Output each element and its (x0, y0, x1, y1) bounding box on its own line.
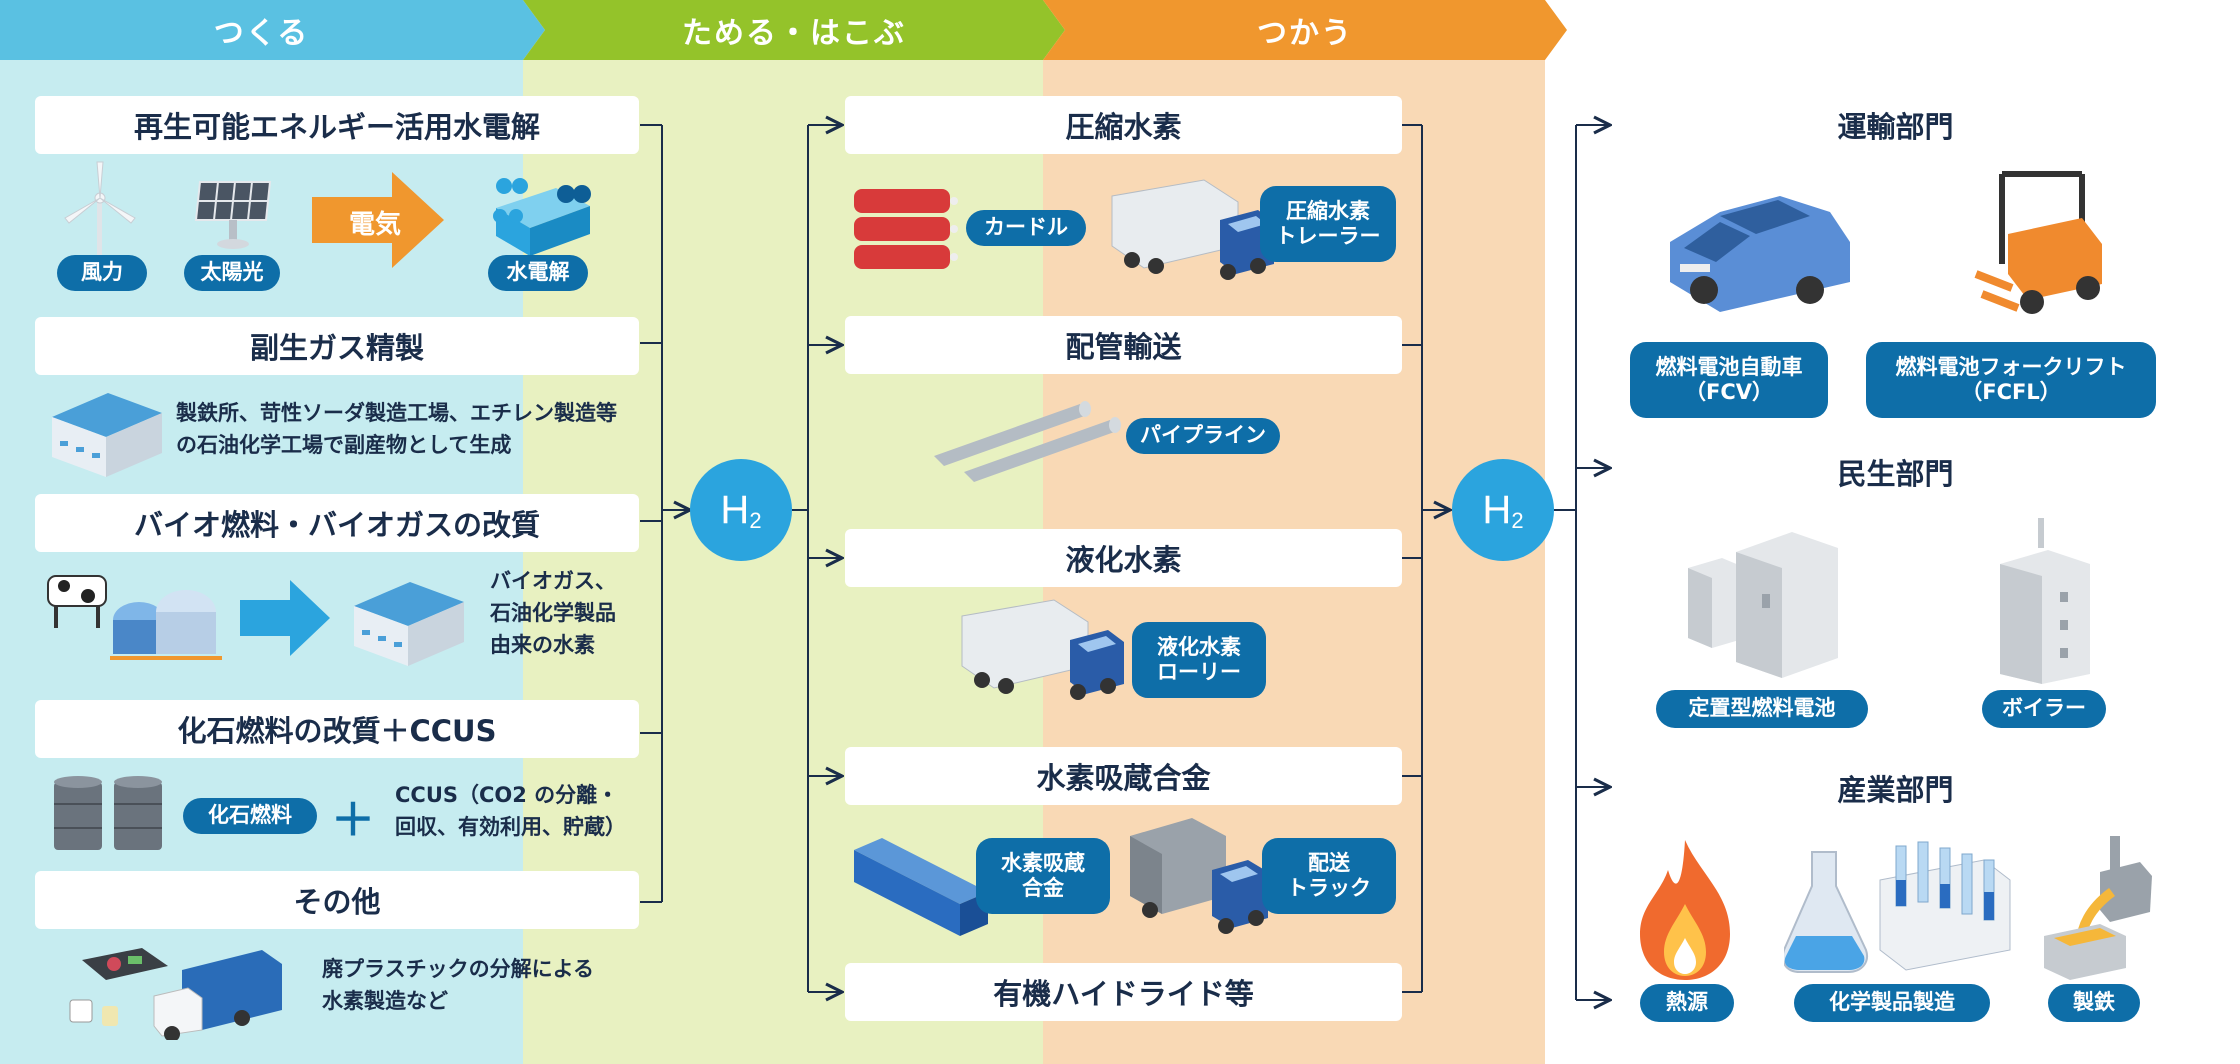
electricity-arrow-label: 電気 (348, 210, 401, 240)
bio-title: バイオ燃料・バイオガスの改質 (35, 494, 639, 552)
factory-icon (52, 393, 162, 477)
industry-title: 産業部門 (1617, 759, 2174, 817)
trailer-label: 圧縮水素 トレーラー (1260, 186, 1396, 262)
truck-label: 配送 トラック (1262, 838, 1396, 914)
fcfl-label: 燃料電池フォークリフト （FCFL） (1866, 342, 2156, 418)
steel-ladle-icon (2044, 836, 2152, 980)
plus-sign: ＋ (331, 795, 375, 846)
tanker-lorry-icon (961, 599, 1124, 700)
residential-title: 民生部門 (1617, 443, 2174, 501)
byproduct-desc-line1: 製鉄所、苛性ソーダ製造工場、エチレン製造等 (176, 401, 617, 425)
bio-desc-line1: バイオガス、 (490, 569, 616, 593)
factory-icon (354, 582, 464, 666)
solar-label: 太陽光 (184, 255, 280, 291)
delivery-truck-icon (1130, 818, 1268, 934)
h2-subscript: 2 (1511, 508, 1524, 533)
cow-and-tank-icon (47, 575, 222, 660)
fossil-fuel-label: 化石燃料 (183, 798, 317, 834)
heat-source-label: 熱源 (1640, 984, 1734, 1022)
banner-store: ためる・はこぶ (682, 16, 906, 51)
organic-hydride-title: 有機ハイドライド等 (845, 963, 1402, 1021)
blue-arrow-icon (240, 580, 330, 656)
trailer-label-line1: 圧縮水素 (1286, 198, 1370, 223)
truck-label-line2: トラック (1287, 876, 1371, 900)
banner-make: つくる (213, 16, 310, 51)
electrolysis-label: 水電解 (488, 255, 588, 291)
lorry-label-line2: ローリー (1157, 660, 1241, 684)
ccus-desc-line2: 回収、有効利用、貯蔵） (395, 815, 626, 839)
other-title: その他 (35, 871, 639, 929)
tube-trailer-icon (1111, 179, 1274, 280)
lorry-label: 液化水素 ローリー (1132, 622, 1266, 698)
lorry-label-line1: 液化水素 (1157, 634, 1241, 659)
curdle-label: カードル (966, 210, 1086, 246)
fuel-cell-unit-icon (1688, 532, 1838, 678)
oil-drum-icon (54, 776, 162, 850)
h2-symbol: H (1482, 487, 1512, 532)
bio-desc-line3: 由来の水素 (490, 633, 595, 657)
fcv-label: 燃料電池自動車 （FCV） (1630, 342, 1828, 418)
gas-cylinders-icon (854, 189, 958, 269)
pipeline-label: パイプライン (1126, 418, 1280, 454)
truck-label-line1: 配送 (1308, 850, 1350, 875)
stationary-fuel-cell-label: 定置型燃料電池 (1656, 690, 1868, 728)
alloy-container-icon (854, 838, 988, 936)
h2-symbol: H (720, 487, 750, 532)
wind-label: 風力 (57, 255, 147, 291)
compressed-title: 圧縮水素 (845, 96, 1402, 154)
boiler-icon (2000, 518, 2090, 684)
alloy-label-line2: 合金 (1022, 876, 1064, 900)
other-desc-line1: 廃プラスチックの分解による (322, 957, 594, 981)
water-electrolysis-icon (493, 178, 591, 256)
alloy-label-line1: 水素吸蔵 (1001, 850, 1085, 875)
chemical-manufacturing-label: 化学製品製造 (1794, 984, 1990, 1022)
plastic-waste-truck-icon (69, 948, 282, 1040)
banner-use: つかう (1257, 16, 1353, 51)
fossil-title: 化石燃料の改質＋CCUS (35, 700, 639, 758)
pipe-title: 配管輸送 (845, 316, 1402, 374)
fcv-label-line2: （FCV） (1684, 380, 1773, 404)
transport-title: 運輸部門 (1617, 96, 2174, 154)
byproduct-desc-line2: の石油化学工場で副産物として生成 (176, 433, 512, 457)
fcv-label-line1: 燃料電池自動車 (1655, 354, 1803, 379)
ccus-desc-line1: CCUS（CO2 の分離・ (395, 783, 619, 807)
boiler-label: ボイラー (1982, 690, 2106, 728)
car-icon (1670, 196, 1850, 312)
h2-subscript: 2 (749, 508, 762, 533)
trailer-label-line2: トレーラー (1275, 224, 1381, 248)
bio-desc-line2: 石油化学製品 (490, 601, 616, 625)
alloy-label: 水素吸蔵 合金 (976, 838, 1110, 914)
liquid-title: 液化水素 (845, 529, 1402, 587)
pipeline-icon (934, 401, 1121, 482)
fcfl-label-line2: （FCFL） (1961, 380, 2061, 404)
solar-panel-icon (194, 181, 272, 249)
fcfl-label-line1: 燃料電池フォークリフト (1895, 354, 2127, 379)
steelmaking-label: 製鉄 (2048, 984, 2140, 1022)
byproduct-title: 副生ガス精製 (35, 317, 639, 375)
renewable-title: 再生可能エネルギー活用水電解 (35, 96, 639, 154)
forklift-icon (1974, 171, 2102, 314)
wind-turbine-icon (64, 161, 136, 256)
electricity-arrow-icon (312, 172, 444, 268)
flame-icon (1640, 840, 1730, 980)
flask-and-test-tubes-icon (1784, 841, 2011, 973)
other-desc-line2: 水素製造など (322, 989, 448, 1013)
alloy-title: 水素吸蔵合金 (845, 747, 1402, 805)
